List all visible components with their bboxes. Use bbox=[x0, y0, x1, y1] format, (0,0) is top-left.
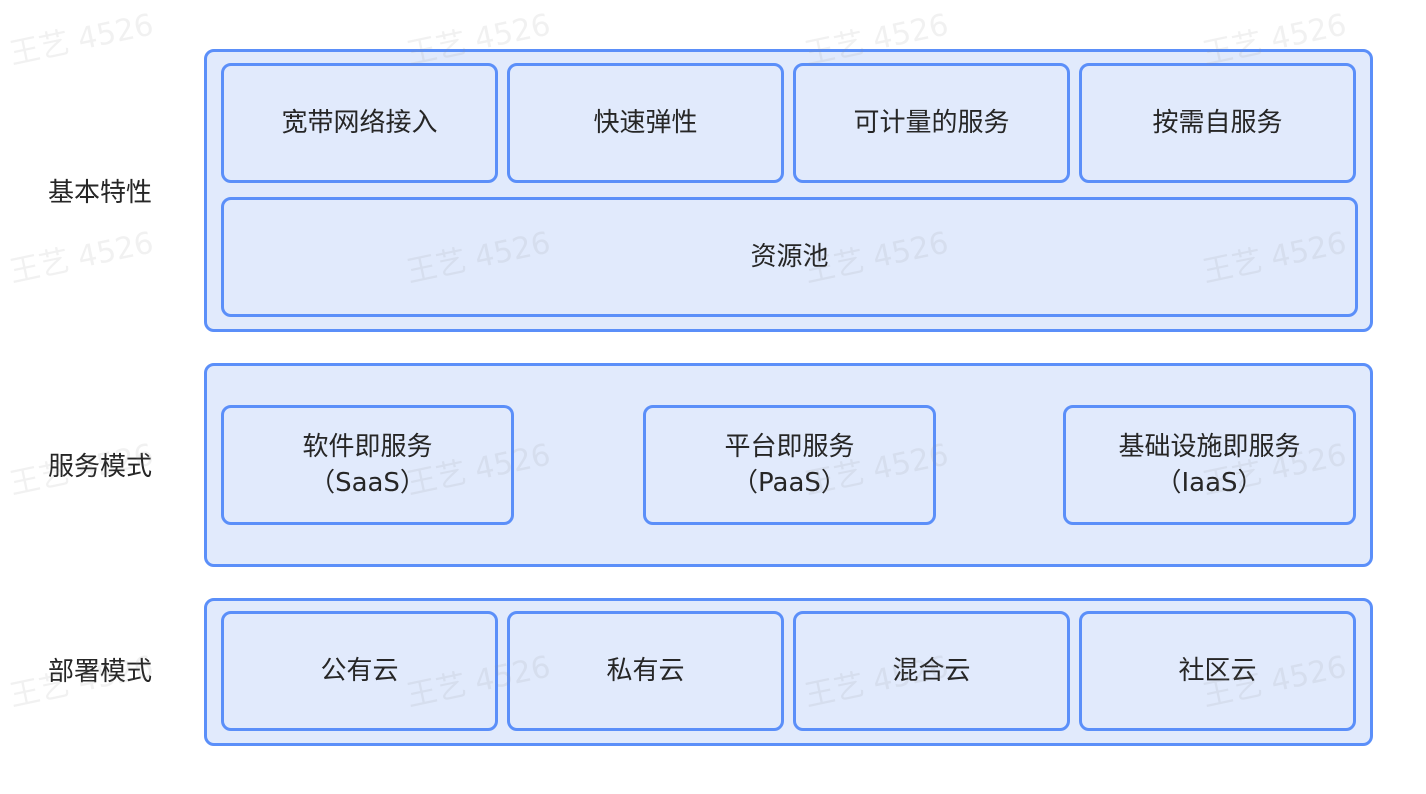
hybrid-cloud-box: 混合云 bbox=[793, 611, 1070, 731]
on-demand-self-service-box: 按需自服务 bbox=[1079, 63, 1356, 183]
watermark: 王艺 4526 bbox=[6, 225, 157, 291]
row-label-service-models: 服务模式 bbox=[48, 452, 153, 482]
private-cloud-box: 私有云 bbox=[507, 611, 784, 731]
hybrid-cloud-label: 混合云 bbox=[892, 656, 971, 686]
row-label-basic-features: 基本特性 bbox=[48, 178, 153, 208]
rapid-elasticity-label: 快速弹性 bbox=[593, 108, 698, 138]
iaas-abbr: （IaaS） bbox=[1155, 468, 1264, 498]
community-cloud-box: 社区云 bbox=[1079, 611, 1356, 731]
public-cloud-label: 公有云 bbox=[320, 656, 399, 686]
measured-service-box: 可计量的服务 bbox=[793, 63, 1070, 183]
saas-abbr: （SaaS） bbox=[309, 468, 426, 498]
iaas-name: 基础设施即服务 bbox=[1118, 432, 1301, 462]
broadband-access-label: 宽带网络接入 bbox=[281, 108, 438, 138]
saas-box: 软件即服务 （SaaS） bbox=[221, 405, 514, 525]
broadband-access-box: 宽带网络接入 bbox=[221, 63, 498, 183]
rapid-elasticity-box: 快速弹性 bbox=[507, 63, 784, 183]
watermark: 王艺 4526 bbox=[6, 7, 157, 73]
saas-name: 软件即服务 bbox=[302, 432, 433, 462]
resource-pool-label: 资源池 bbox=[750, 242, 829, 272]
private-cloud-label: 私有云 bbox=[606, 656, 685, 686]
row-label-deployment-models: 部署模式 bbox=[48, 657, 153, 687]
community-cloud-label: 社区云 bbox=[1178, 656, 1257, 686]
paas-name: 平台即服务 bbox=[724, 432, 855, 462]
paas-box: 平台即服务 （PaaS） bbox=[643, 405, 936, 525]
on-demand-self-service-label: 按需自服务 bbox=[1152, 108, 1283, 138]
public-cloud-box: 公有云 bbox=[221, 611, 498, 731]
paas-abbr: （PaaS） bbox=[732, 468, 847, 498]
measured-service-label: 可计量的服务 bbox=[853, 108, 1010, 138]
resource-pool-box: 资源池 bbox=[221, 197, 1358, 317]
iaas-box: 基础设施即服务 （IaaS） bbox=[1063, 405, 1356, 525]
